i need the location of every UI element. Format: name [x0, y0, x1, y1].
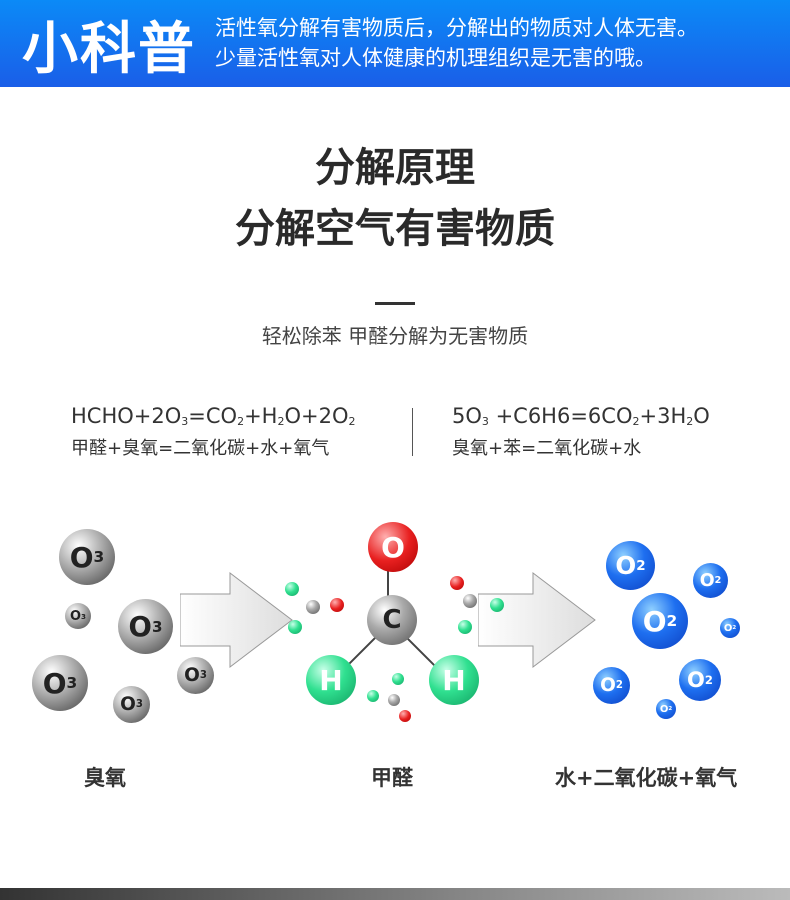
formula-part: 2: [632, 415, 640, 428]
atom-count: 3: [81, 611, 87, 621]
divider: [375, 302, 415, 305]
atom-symbol: O: [615, 551, 637, 580]
formula-part: O+2O: [284, 404, 349, 428]
formula-part: O: [693, 404, 710, 428]
formula-part: HCHO+2O: [71, 404, 182, 428]
atom-symbol: O: [42, 666, 67, 700]
atom-count: 3: [93, 548, 105, 566]
formula-part: 3: [481, 415, 489, 428]
formula-part: +C6H6=6CO: [488, 404, 633, 428]
atom-symbol: O: [642, 604, 667, 638]
label-formaldehyde: 甲醛: [371, 766, 413, 790]
hydrogen-atom: H: [306, 655, 356, 705]
formula-part: 5O: [452, 404, 482, 428]
formula-formaldehyde-caption: 甲醛+臭氧=二氧化碳+水+氧气: [71, 438, 330, 459]
banner-line-2: 少量活性氧对人体健康的机理组织是无害的哦。: [215, 46, 656, 70]
atom-count: 3: [66, 674, 78, 692]
atom-symbol: O: [600, 675, 616, 696]
atom-symbol: O: [723, 622, 733, 634]
hydrogen-atom: H: [429, 655, 479, 705]
atom-count: 2: [668, 706, 673, 712]
formula-part: 2: [348, 415, 356, 428]
formula-part: =CO: [188, 404, 238, 428]
atom-symbol: O: [687, 668, 705, 692]
atom-symbol: O: [659, 703, 669, 715]
subtitle: 轻松除苯 甲醛分解为无害物质: [261, 324, 529, 348]
atom-count: 3: [151, 617, 163, 636]
carbon-atom: C: [367, 595, 417, 645]
label-ozone: 臭氧: [84, 766, 126, 790]
brand-title: 小科普: [22, 17, 196, 82]
formula-part: 2: [237, 415, 245, 428]
formula-part: 3: [181, 415, 189, 428]
formula-benzene-caption: 臭氧+苯=二氧化碳+水: [452, 438, 642, 459]
atom-symbol: O: [128, 610, 152, 643]
atom-count: 2: [704, 673, 713, 687]
formula-separator: [412, 408, 413, 456]
oxygen-atom: O: [368, 522, 418, 572]
title-decompose: 分解空气有害物质: [235, 206, 555, 252]
banner-line-1: 活性氧分解有害物质后，分解出的物质对人体无害。: [215, 16, 698, 40]
formula-benzene: 5O3 +C6H6=6CO2+3H2O: [452, 404, 710, 428]
atom-count: 2: [732, 625, 737, 631]
atom-count: 2: [636, 557, 646, 574]
atom-symbol: O: [69, 608, 82, 624]
atom-symbol: O: [69, 540, 94, 574]
atom-symbol: O: [184, 665, 200, 686]
info-banner: 小科普 活性氧分解有害物质后，分解出的物质对人体无害。 少量活性氧对人体健康的机…: [0, 0, 790, 87]
arrow-right-icon: [180, 572, 293, 668]
formula-part: 2: [686, 415, 694, 428]
bottom-bar: [0, 888, 790, 900]
formula-formaldehyde: HCHO+2O3=CO2+H2O+2O2: [71, 404, 355, 428]
atom-count: 3: [135, 699, 143, 710]
atom-count: 2: [714, 575, 722, 586]
formula-part: +3H: [639, 404, 687, 428]
title-principle: 分解原理: [315, 145, 475, 191]
formula-part: 2: [277, 415, 285, 428]
atom-count: 2: [615, 680, 623, 691]
atom-count: 2: [666, 612, 678, 630]
formula-part: +H: [244, 404, 278, 428]
arrow-right-icon: [478, 572, 596, 668]
atom-symbol: O: [120, 694, 136, 715]
atom-count: 3: [199, 670, 207, 681]
atom-symbol: O: [699, 570, 715, 591]
label-products: 水+二氧化碳+氧气: [555, 766, 738, 790]
